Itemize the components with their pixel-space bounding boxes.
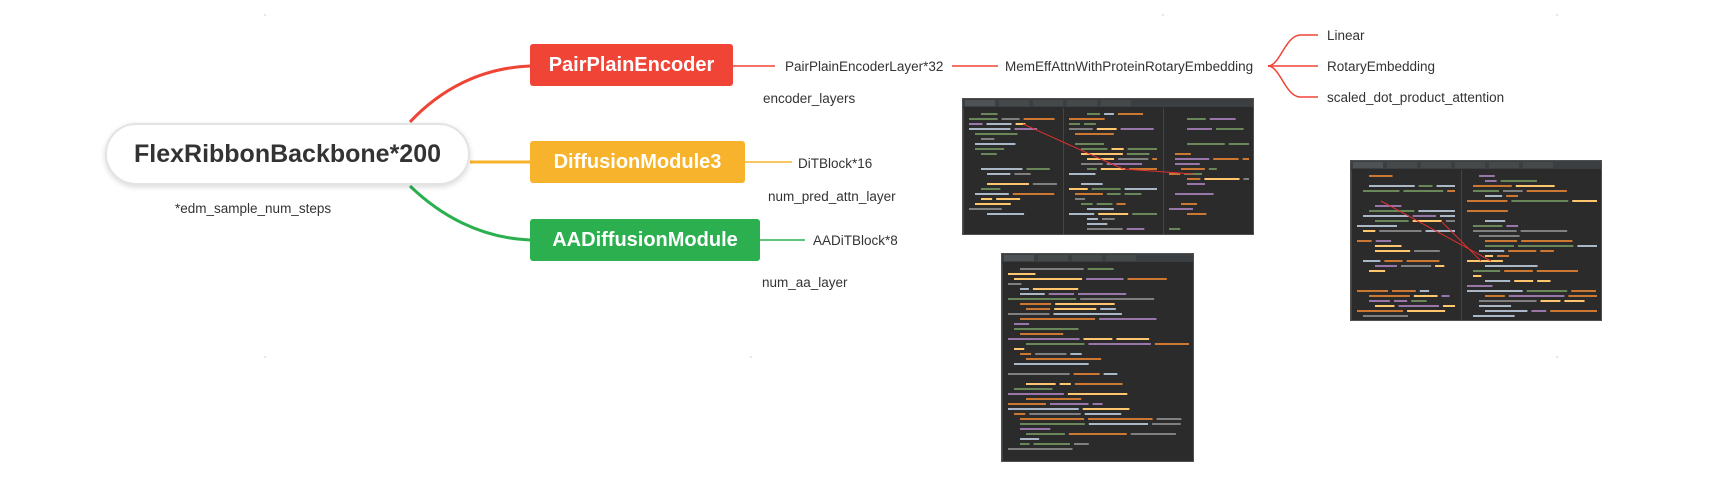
- child-node-ditblock[interactable]: DiTBlock*16: [798, 156, 873, 171]
- leaf-node-sdpa[interactable]: scaled_dot_product_attention: [1327, 90, 1505, 105]
- connector-leaf-linear: [1267, 34, 1318, 67]
- leaf-node-rotaryembedding[interactable]: RotaryEmbedding: [1327, 59, 1436, 74]
- root-note: *edm_sample_num_steps: [175, 201, 332, 216]
- branch-label: PairPlainEncoder: [548, 53, 715, 76]
- child-node-pairplainencoderlayer[interactable]: PairPlainEncoderLayer*32: [785, 59, 944, 74]
- code-screenshot-3: [1350, 160, 1602, 321]
- branch-label: AADiffusionModule: [552, 228, 738, 251]
- child-note-num-pred-attn-layer: num_pred_attn_layer: [768, 189, 896, 204]
- leaf-node-linear[interactable]: Linear: [1327, 28, 1365, 43]
- root-label: FlexRibbonBackbone*200: [133, 139, 442, 168]
- branch-node-aadiffusionmodule[interactable]: AADiffusionModule: [530, 219, 760, 261]
- root-node[interactable]: FlexRibbonBackbone*200: [105, 123, 470, 185]
- child-node-aaditblock[interactable]: AADiTBlock*8: [813, 233, 898, 248]
- connector-leaf-sdpa: [1267, 65, 1318, 98]
- grandchild-node-memeffattn[interactable]: MemEffAttnWithProteinRotaryEmbedding: [1005, 59, 1254, 74]
- branch-node-pairplainencoder[interactable]: PairPlainEncoder: [530, 44, 733, 86]
- child-note-encoder-layers: encoder_layers: [763, 91, 856, 106]
- code-screenshot-1: [962, 98, 1254, 235]
- child-note-num-aa-layer: num_aa_layer: [762, 275, 848, 290]
- connector-root-aadiffusion: [408, 184, 531, 242]
- branch-node-diffusionmodule3[interactable]: DiffusionModule3: [530, 141, 745, 183]
- connector-root-pairplain: [408, 64, 531, 124]
- branch-label: DiffusionModule3: [553, 150, 722, 173]
- code-screenshot-2: [1001, 253, 1194, 462]
